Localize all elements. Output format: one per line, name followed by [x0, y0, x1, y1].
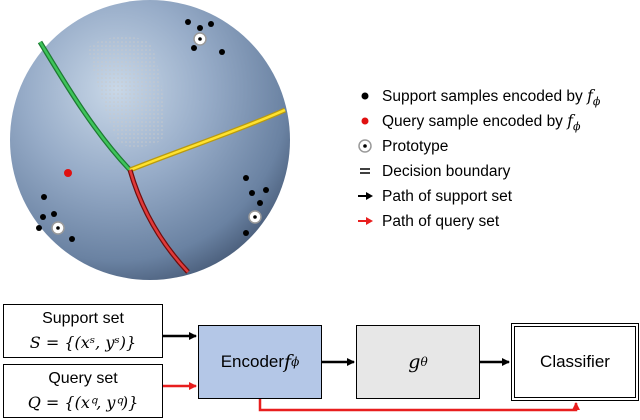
legend-support-fn: f [587, 87, 593, 105]
support-dot [263, 187, 269, 193]
support-dot [208, 21, 214, 27]
support-dot [51, 211, 57, 217]
prototype-ring-icon [358, 139, 372, 153]
support-dot [197, 25, 203, 31]
legend-query-label: Query sample encoded by [382, 113, 568, 130]
support-set-title: Support set [42, 310, 124, 327]
support-dot [219, 49, 225, 55]
support-set-formula: S = {(xˢ, yˢ)} [29, 333, 137, 352]
legend-boundary-label: Decision boundary [382, 163, 511, 180]
g-fn: g [408, 351, 421, 373]
red-arrow-icon [358, 217, 373, 225]
legend: Support samples encoded by fϕ Query samp… [352, 84, 632, 234]
dotted-region [88, 36, 165, 148]
legend-support: Support samples encoded by fϕ [352, 84, 632, 109]
support-cluster-right [243, 175, 269, 236]
legend-boundary: Decision boundary [352, 159, 632, 184]
query-dot [64, 169, 72, 177]
support-dot [257, 200, 263, 206]
query-set-title: Query set [48, 370, 118, 387]
red-dot-icon [361, 117, 369, 125]
legend-support-path-label: Path of support set [382, 188, 513, 205]
encoder-fn: f [284, 351, 292, 373]
double-line-icon [360, 168, 370, 174]
legend-support-label: Support samples encoded by [382, 88, 588, 105]
support-cluster-top [185, 19, 225, 55]
support-dot [243, 230, 249, 236]
support-dot [40, 214, 46, 220]
support-dot [36, 225, 42, 231]
query-set-formula: Q = {(x𐞥, y𐞥)} [27, 393, 139, 412]
prototype-left [51, 221, 65, 235]
black-arrow-icon [358, 192, 373, 200]
prototype-top [193, 32, 207, 46]
boundary-red [127, 169, 190, 274]
decision-boundaries [37, 40, 287, 274]
g-sub: θ [420, 355, 428, 369]
support-dot [249, 190, 255, 196]
legend-support-sub: ϕ [592, 95, 601, 109]
legend-support-path: Path of support set [352, 184, 632, 209]
legend-query-sub: ϕ [573, 120, 581, 134]
boundary-green [37, 40, 132, 172]
classifier-box: Classifier [511, 323, 639, 401]
prototype-right [248, 210, 262, 224]
support-cluster-left [36, 194, 75, 242]
legend-prototype: Prototype [352, 134, 632, 159]
legend-query-path-label: Path of query set [382, 213, 500, 230]
support-dot [243, 175, 249, 181]
encoder-label: Encoder [220, 352, 285, 371]
legend-query-path: Path of query set [352, 209, 632, 234]
black-dot-icon [361, 92, 369, 100]
legend-prototype-label: Prototype [382, 138, 449, 155]
support-dot [185, 19, 191, 25]
legend-query-fn: f [567, 112, 573, 130]
query-set-box: Query set Q = {(x𐞥, y𐞥)} [3, 364, 163, 418]
classifier-label: Classifier [540, 352, 610, 371]
legend-query: Query sample encoded by fϕ [352, 109, 632, 134]
support-set-box: Support set S = {(xˢ, yˢ)} [3, 304, 163, 358]
support-dot [191, 45, 197, 51]
support-dot [69, 236, 75, 242]
support-dot [41, 194, 47, 200]
encoder-sub: ϕ [291, 355, 300, 369]
boundary-yellow [129, 107, 287, 173]
